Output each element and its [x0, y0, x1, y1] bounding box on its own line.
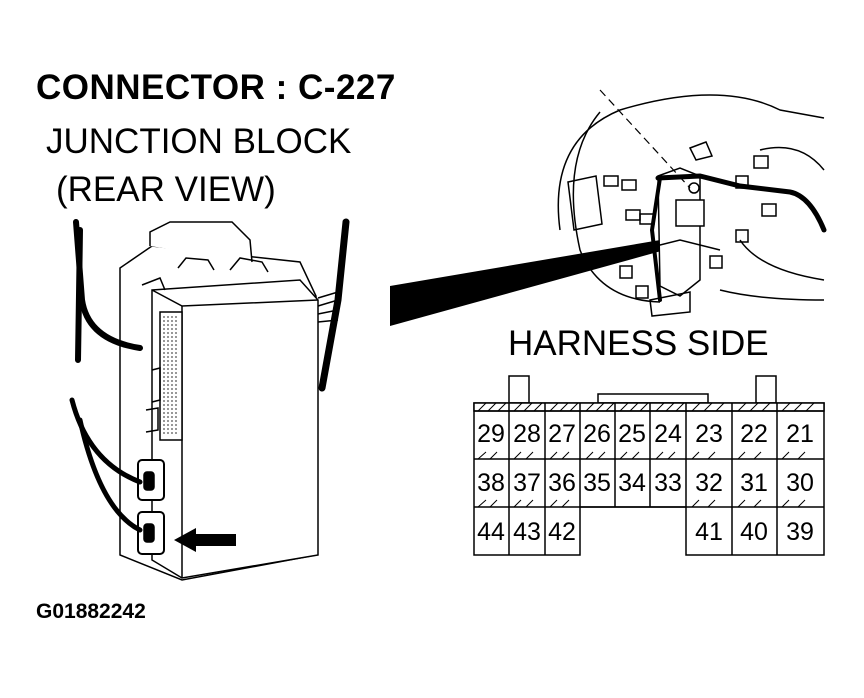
connector-pin-numbers: 29 28 27 26 25 24 23 22 21 38 37 36 35 3… — [477, 420, 814, 546]
pin-number: 29 — [477, 420, 505, 448]
pin-number: 42 — [548, 518, 576, 546]
pin-number: 39 — [786, 518, 814, 546]
pin-number: 21 — [786, 420, 814, 448]
figure-code: G01882242 — [36, 600, 146, 623]
junction-block-illustration — [119, 221, 319, 581]
pin-number: 22 — [740, 420, 768, 448]
pin-number: 27 — [548, 420, 576, 448]
pin-number: 33 — [654, 469, 682, 497]
pin-number: 41 — [695, 518, 723, 546]
pin-number: 37 — [513, 469, 541, 497]
pin-number: 26 — [583, 420, 611, 448]
pin-number: 35 — [583, 469, 611, 497]
pin-number: 31 — [740, 469, 768, 497]
pin-number: 44 — [477, 518, 505, 546]
pin-number: 25 — [618, 420, 646, 448]
pin-number: 24 — [654, 420, 682, 448]
dashboard-location-view — [557, 89, 825, 317]
pin-number: 40 — [740, 518, 768, 546]
pin-number: 23 — [695, 420, 723, 448]
pin-number: 28 — [513, 420, 541, 448]
wire-clips — [317, 291, 339, 323]
harness-side-label: HARNESS SIDE — [508, 324, 769, 363]
pin-number: 43 — [513, 518, 541, 546]
dashboard-harness — [649, 173, 827, 302]
view-label: (REAR VIEW) — [56, 170, 276, 209]
pin-number: 36 — [548, 469, 576, 497]
component-name: JUNCTION BLOCK — [46, 122, 352, 161]
connector-arrow-icon — [174, 528, 236, 552]
pin-number: 34 — [618, 469, 646, 497]
pin-number: 30 — [786, 469, 814, 497]
location-pointer — [390, 238, 672, 326]
connector-face — [473, 375, 825, 556]
diagram-title: CONNECTOR : C-227 — [36, 68, 396, 107]
pin-number: 32 — [695, 469, 723, 497]
pin-number: 38 — [477, 469, 505, 497]
